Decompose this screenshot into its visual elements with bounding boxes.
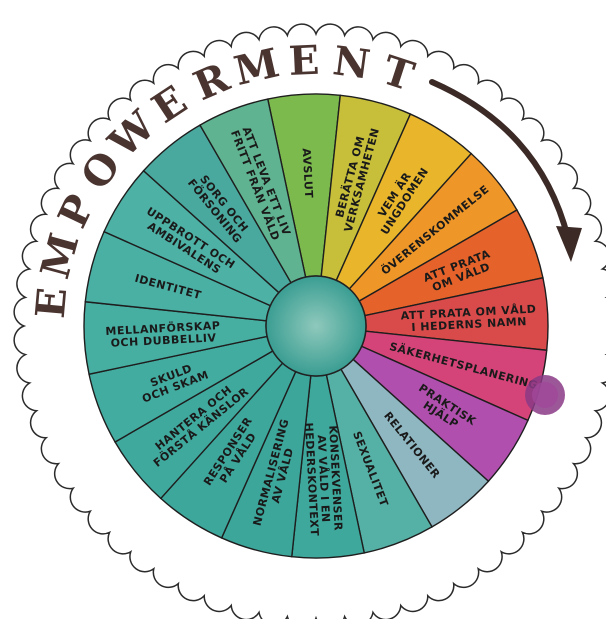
wheel-segments xyxy=(83,93,549,559)
segment-label-line: KONSEKVENSER xyxy=(326,425,345,531)
title-letter: M xyxy=(230,39,284,95)
segment-label: ATT PRATA OM VÅLDI HEDERNS NAMN xyxy=(400,302,537,334)
segment-label: MELLANFÖRSKAPOCH DUBBELLIV xyxy=(105,318,221,350)
ink-blot-icon xyxy=(525,375,565,415)
segment-label: AVSLUT xyxy=(300,148,316,199)
segment-label: SKULDOCH SKAM xyxy=(136,357,211,406)
segment-label: KONSEKVENSERAV VÅLD I ENHEDERSKONTEXT xyxy=(302,421,345,537)
wheel-hub xyxy=(265,275,367,377)
segment-label-line: I HEDERNS NAMN xyxy=(411,315,527,334)
curved-arrow-icon xyxy=(429,79,571,241)
segment-label-line: OCH DUBBELLIV xyxy=(110,331,216,350)
title-letter: E xyxy=(288,37,321,85)
segment-label-line: MELLANFÖRSKAP xyxy=(105,318,221,338)
title-letter: N xyxy=(330,37,373,88)
arrowhead-icon xyxy=(556,226,582,262)
segment-label-line: HEDERSKONTEXT xyxy=(302,422,321,536)
segment-label-line: AVSLUT xyxy=(300,148,316,199)
segment-label-line: AV VÅLD I EN xyxy=(315,435,333,523)
title-letter: E xyxy=(27,286,76,320)
